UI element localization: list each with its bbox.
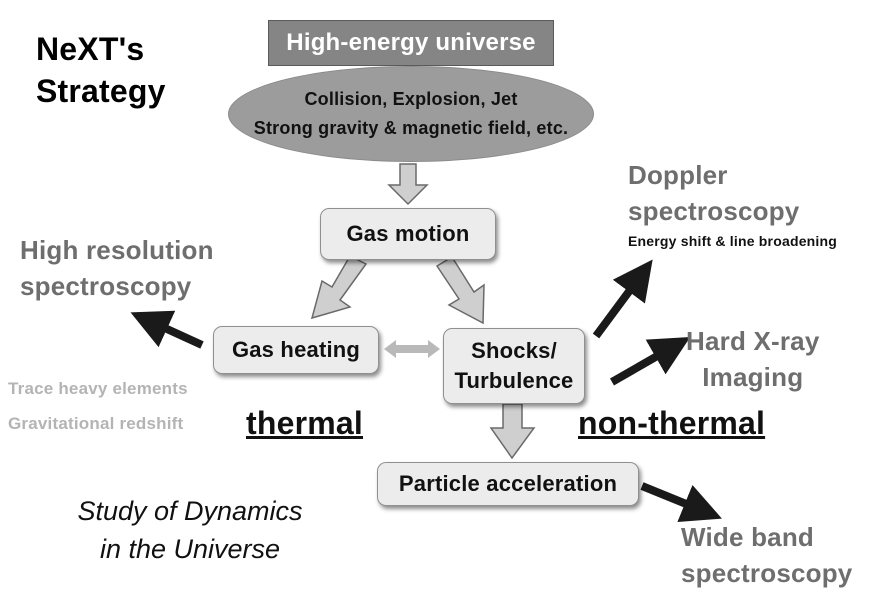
gas-motion-node: Gas motion bbox=[320, 208, 496, 260]
particle-acceleration-label: Particle acceleration bbox=[398, 471, 618, 496]
gas-motion-to-shocks-arrow bbox=[435, 255, 485, 325]
shocks-label-line2: Turbulence bbox=[454, 368, 574, 393]
gas-heating-label: Gas heating bbox=[231, 337, 361, 362]
strategy-title: NeXT's Strategy bbox=[36, 28, 166, 112]
sources-ellipse: Collision, Explosion, Jet Strong gravity… bbox=[228, 66, 594, 162]
gas-motion-to-heating-arrow bbox=[310, 255, 368, 320]
study-line2: in the Universe bbox=[99, 534, 281, 564]
sources-line2: Strong gravity & magnetic field, etc. bbox=[253, 118, 569, 138]
study-caption: Study of Dynamics in the Universe bbox=[40, 492, 340, 568]
hard-xray-imaging-label: Hard X-ray Imaging bbox=[686, 323, 820, 395]
strategy-title-line2: Strategy bbox=[36, 73, 166, 109]
doppler-spectroscopy-label: Doppler spectroscopy bbox=[628, 157, 799, 229]
sources-line1: Collision, Explosion, Jet bbox=[304, 89, 518, 109]
particle-to-wideband-arrow bbox=[640, 482, 722, 522]
thermal-label: thermal bbox=[246, 405, 363, 441]
shocks-to-particle-arrow bbox=[489, 403, 536, 460]
doppler-line1: Doppler bbox=[628, 160, 728, 190]
doppler-subtitle: Energy shift & line broadening bbox=[628, 233, 838, 249]
hires-line2: spectroscopy bbox=[20, 271, 192, 301]
study-line1: Study of Dynamics bbox=[77, 496, 303, 526]
doppler-line2: spectroscopy bbox=[628, 196, 800, 226]
heating-shocks-double-arrow bbox=[384, 340, 440, 358]
heating-to-hires-arrow bbox=[130, 310, 204, 349]
shocks-to-hardx-arrow bbox=[610, 337, 691, 386]
wideband-line2: spectroscopy bbox=[681, 558, 853, 588]
hardx-line1: Hard X-ray bbox=[686, 326, 820, 356]
wide-band-spectroscopy-label: Wide band spectroscopy bbox=[681, 519, 852, 591]
gas-heating-node: Gas heating bbox=[213, 326, 379, 374]
particle-acceleration-node: Particle acceleration bbox=[377, 462, 639, 506]
trace-heavy-elements-label: Trace heavy elements bbox=[8, 379, 188, 398]
non-thermal-label: non-thermal bbox=[578, 405, 766, 441]
shocks-turbulence-node: Shocks/ Turbulence bbox=[443, 328, 585, 404]
gravitational-redshift-label: Gravitational redshift bbox=[8, 414, 184, 433]
high-resolution-spectroscopy-label: High resolution spectroscopy bbox=[20, 232, 214, 304]
high-energy-universe-banner: High-energy universe bbox=[268, 20, 554, 66]
ellipse-to-gas-motion-arrow bbox=[387, 163, 429, 206]
strategy-title-line1: NeXT's bbox=[36, 31, 145, 67]
gas-motion-label: Gas motion bbox=[346, 221, 470, 246]
shocks-label-line1: Shocks/ bbox=[471, 338, 557, 363]
wideband-line1: Wide band bbox=[681, 522, 815, 552]
hires-line1: High resolution bbox=[20, 235, 214, 265]
hardx-line2: Imaging bbox=[702, 362, 804, 392]
shocks-to-doppler-arrow bbox=[592, 259, 653, 339]
